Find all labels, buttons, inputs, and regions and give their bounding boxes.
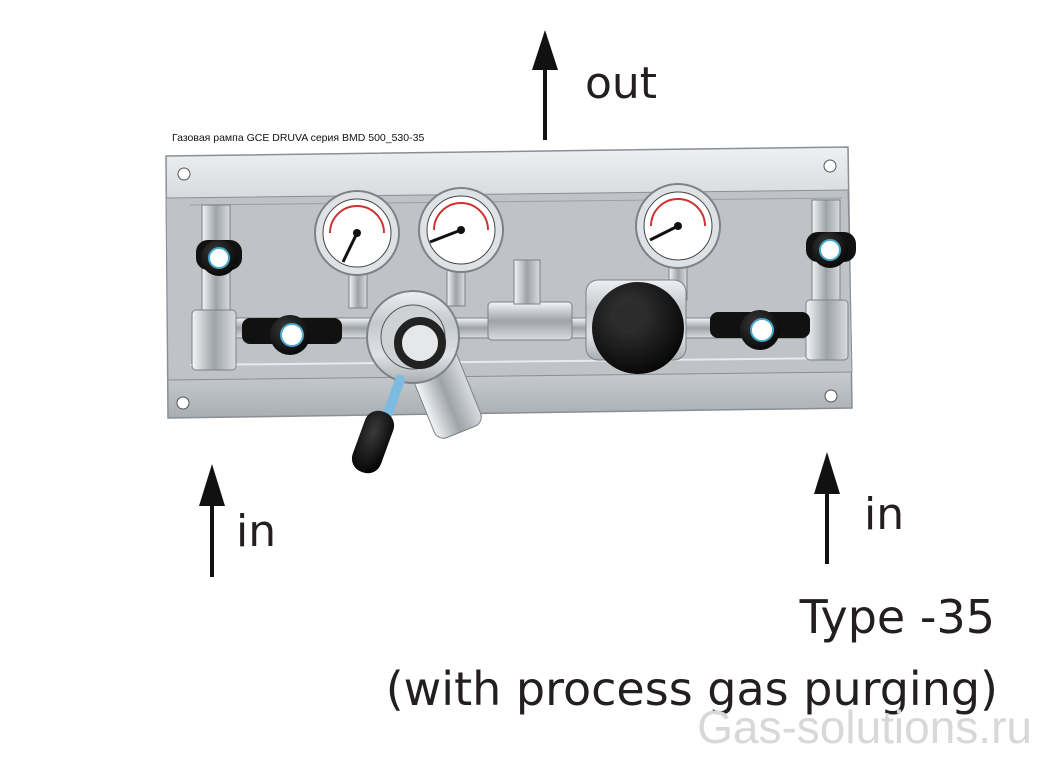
arrow-up-icon bbox=[199, 464, 225, 577]
ball-valve-icon bbox=[710, 310, 810, 350]
regulator-icon bbox=[585, 279, 687, 374]
regulator-icon bbox=[351, 290, 482, 474]
ball-valve-icon bbox=[242, 315, 342, 355]
inlet-right-label: in bbox=[864, 489, 905, 540]
pressure-gauge-icon bbox=[418, 187, 504, 307]
watermark: Gas-solutions.ru bbox=[697, 701, 1032, 753]
diagram-caption: Газовая рампа GCE DRUVA серия BMD 500_53… bbox=[172, 132, 425, 144]
ball-valve-icon bbox=[196, 240, 242, 276]
purging-label: (with process gas purging) bbox=[385, 662, 998, 716]
arrow-up-icon bbox=[532, 30, 558, 140]
ball-valve-icon bbox=[806, 232, 856, 268]
arrow-up-icon bbox=[814, 452, 840, 564]
mounting-panel bbox=[165, 146, 853, 419]
inlet-left-label: in bbox=[236, 506, 277, 557]
outlet-label: out bbox=[585, 58, 658, 109]
type-label: Type -35 bbox=[799, 590, 995, 644]
pressure-gauge-icon bbox=[314, 190, 400, 309]
